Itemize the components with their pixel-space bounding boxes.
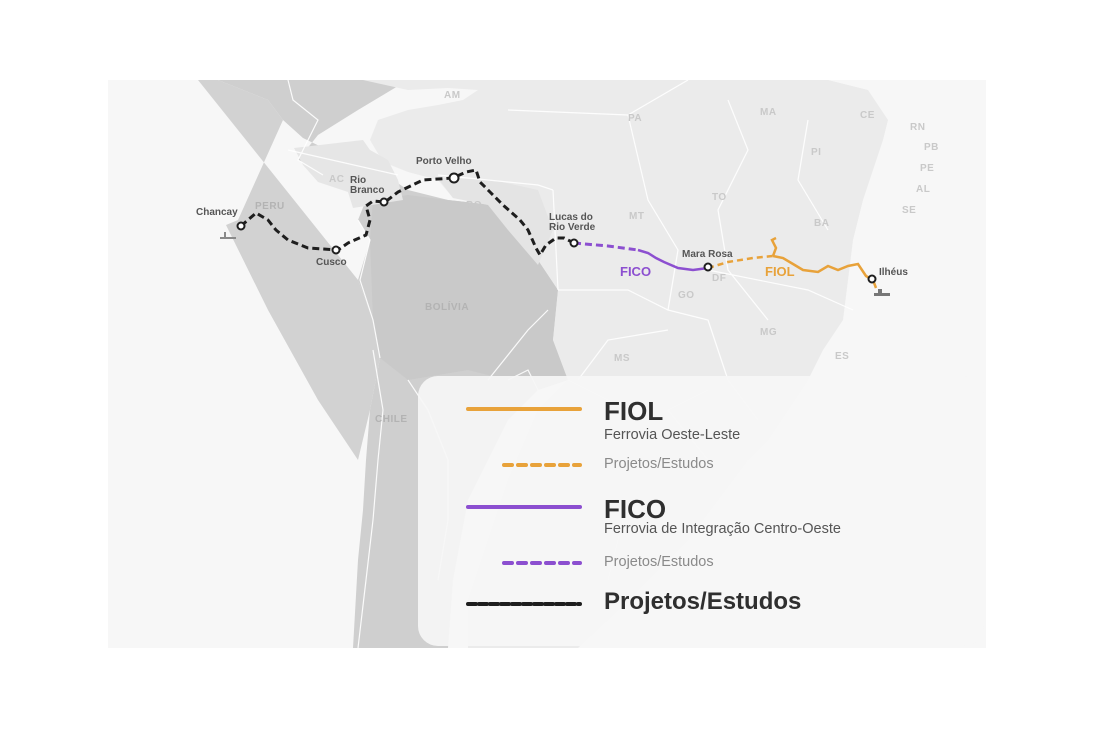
legend: FIOL Ferrovia Oeste-Leste Projetos/Estud…	[418, 376, 984, 646]
label-pi: PI	[811, 147, 822, 158]
peru-coast	[198, 80, 380, 460]
projects-route-line	[240, 168, 575, 258]
city-ilheus: Ilhéus	[879, 267, 908, 278]
route-label-fico: FICO	[620, 264, 652, 279]
label-mg: MG	[760, 327, 778, 338]
legend-line-fico-solid	[466, 505, 582, 509]
legend-note-fico: Projetos/Estudos	[604, 554, 714, 570]
node-mara-rosa	[703, 262, 713, 272]
city-cusco: Cusco	[316, 257, 347, 268]
label-ma: MA	[760, 107, 777, 118]
label-pe: PE	[920, 163, 935, 174]
city-lucas-2: Rio Verde	[549, 222, 596, 233]
legend-note-fiol: Projetos/Estudos	[604, 456, 714, 472]
route-label-fiol: FIOL	[765, 264, 795, 279]
fiol-projects-line	[707, 254, 774, 270]
label-mt: MT	[629, 211, 645, 222]
city-mara-rosa: Mara Rosa	[682, 249, 733, 260]
node-chancay	[236, 221, 246, 231]
legend-title-fico: FICO	[604, 494, 667, 524]
fiol-route-line	[770, 236, 878, 289]
legend-subtitle-fico: Ferrovia de Integração Centro-Oeste	[604, 521, 841, 537]
legend-subtitle-fiol: Ferrovia Oeste-Leste	[604, 427, 741, 443]
node-cusco	[331, 245, 341, 255]
node-rio-branco	[379, 197, 389, 207]
legend-line-fico-dashed	[502, 561, 582, 565]
fico-route-line	[637, 248, 709, 272]
city-lucas-1: Lucas do	[549, 212, 593, 223]
label-ms: MS	[614, 353, 630, 364]
label-bolivia: BOLÍVIA	[425, 302, 470, 313]
node-lucas	[569, 238, 579, 248]
city-chancay: Chancay	[196, 207, 238, 218]
legend-title-fiol: FIOL	[604, 396, 664, 426]
label-al: AL	[916, 184, 931, 195]
ship-icon-chancay	[220, 232, 236, 239]
label-to: TO	[712, 192, 727, 203]
label-chile: CHILE	[375, 414, 408, 425]
label-se: SE	[902, 205, 917, 216]
label-df: DF	[712, 273, 727, 284]
city-rio-branco-1: Rio	[350, 175, 367, 186]
legend-line-projects-dashed	[466, 602, 582, 606]
label-pb: PB	[924, 142, 939, 153]
label-ce: CE	[860, 110, 875, 121]
rondonia	[438, 178, 553, 265]
label-go: GO	[678, 290, 695, 301]
city-porto-velho: Porto Velho	[416, 156, 472, 167]
legend-line-fiol-solid	[466, 407, 582, 411]
node-ilheus	[867, 274, 877, 284]
fico-projects-line	[573, 241, 639, 252]
label-ro: RO	[466, 200, 482, 211]
ship-icon-ilheus	[874, 289, 890, 296]
label-ba: BA	[814, 218, 830, 229]
legend-title-projects: Projetos/Estudos	[604, 588, 802, 615]
label-pa: PA	[628, 113, 643, 124]
label-ac: AC	[329, 174, 345, 185]
label-am: AM	[444, 90, 461, 101]
label-peru: PERU	[255, 201, 285, 212]
node-porto-velho	[448, 172, 460, 184]
label-es: ES	[835, 351, 850, 362]
legend-line-fiol-dashed	[502, 463, 582, 467]
label-rn: RN	[910, 122, 926, 133]
brazil-landmass	[363, 80, 888, 648]
city-rio-branco-2: Branco	[350, 185, 385, 196]
